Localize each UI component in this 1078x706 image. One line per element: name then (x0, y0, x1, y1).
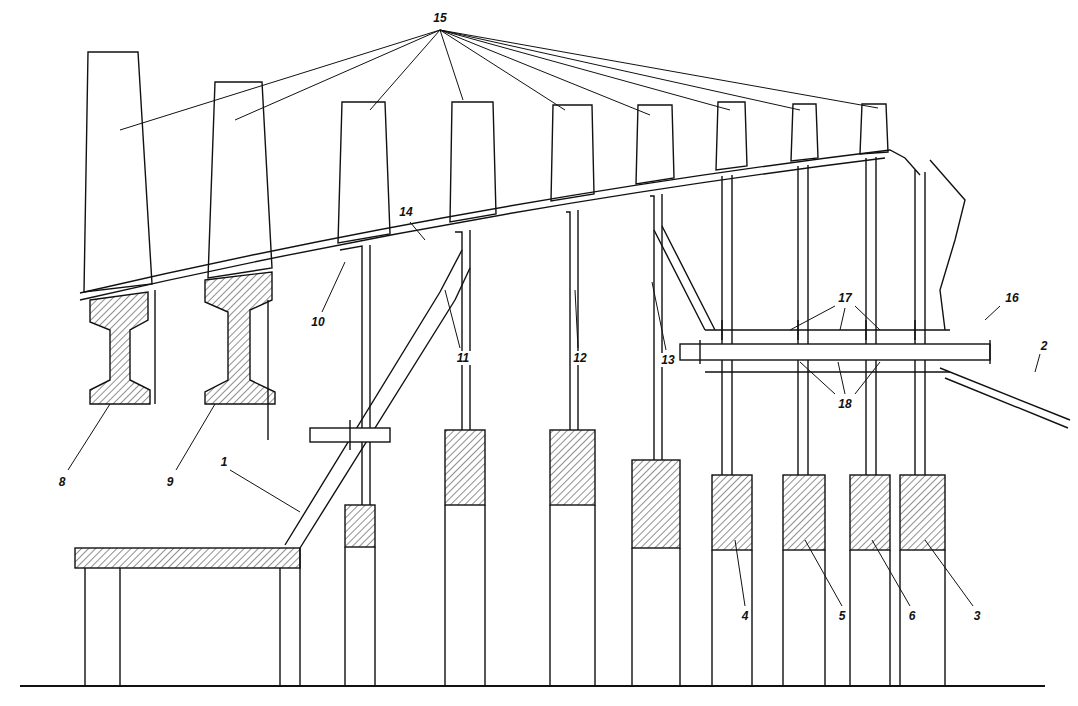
callout-number: 18 (836, 397, 853, 411)
callout-number: 3 (972, 609, 983, 623)
callout-number: 13 (659, 353, 676, 367)
callout-number: 8 (57, 475, 68, 489)
callout-number: 17 (836, 291, 853, 305)
callout-number: 11 (455, 351, 471, 365)
callout-number: 12 (571, 351, 588, 365)
callout-number: 1 (219, 455, 230, 469)
callout-number: 15 (431, 11, 448, 25)
callout-number: 5 (837, 609, 848, 623)
callout-number: 9 (165, 475, 176, 489)
callout-number: 16 (1003, 291, 1020, 305)
callout-number: 6 (907, 609, 918, 623)
callout-number: 4 (740, 609, 751, 623)
callout-number: 2 (1039, 339, 1050, 353)
callout-number: 10 (309, 315, 326, 329)
callout-number: 14 (397, 205, 414, 219)
